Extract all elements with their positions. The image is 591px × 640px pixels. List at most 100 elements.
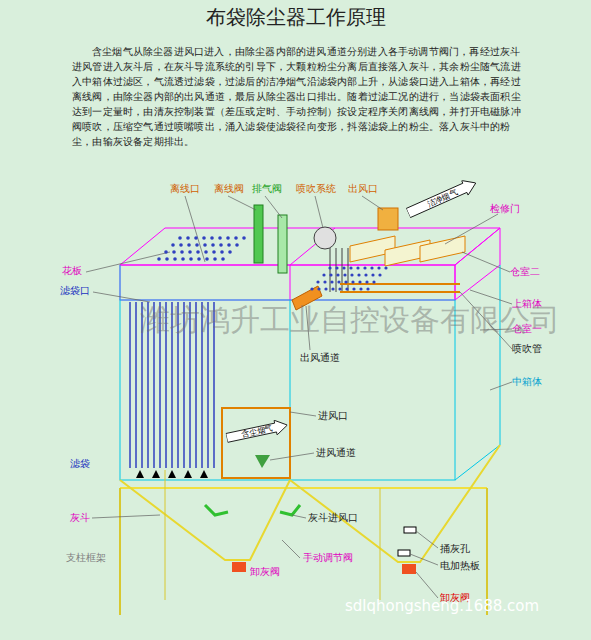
- blowpipe: [330, 248, 331, 292]
- leader-line: [265, 196, 282, 218]
- tube-hole: [181, 257, 185, 261]
- tube-hole: [228, 250, 232, 254]
- blowpipe: [336, 248, 337, 292]
- tube-hole: [372, 280, 375, 283]
- paragraph: 含尘烟气从除尘器进风口进入，由除尘器内部的进风通道分别进入各手动调节阀门，再经过…: [72, 44, 524, 149]
- flow-arrow: [184, 470, 192, 478]
- leader-line: [315, 196, 323, 228]
- tube-hole: [219, 243, 223, 247]
- leader-line: [282, 540, 300, 558]
- tube-hole: [344, 280, 347, 283]
- tube-hole: [370, 266, 373, 269]
- tube-hole: [378, 273, 381, 276]
- tube-hole: [242, 236, 246, 240]
- partition: [290, 228, 335, 265]
- leader-line: [362, 196, 383, 210]
- tube-hole: [204, 250, 208, 254]
- tube-hole: [189, 257, 193, 261]
- part-label: 中箱体: [512, 376, 542, 388]
- heater-plate: [398, 550, 410, 556]
- tube-hole: [342, 266, 345, 269]
- offline-valve: [254, 205, 263, 263]
- leader-line: [416, 572, 438, 598]
- partition: [290, 265, 291, 300]
- tube-hole: [336, 273, 339, 276]
- flow-arrow: [168, 470, 176, 478]
- part-label: 出风通道: [300, 352, 340, 364]
- tube-hole: [194, 236, 198, 240]
- tube-hole: [349, 266, 352, 269]
- tube-hole: [359, 287, 362, 290]
- tube-hole: [205, 257, 209, 261]
- part-label: 花板: [62, 265, 82, 277]
- leader-line: [470, 290, 512, 304]
- tube-hole: [226, 236, 230, 240]
- repeated-parts: [130, 236, 388, 478]
- tube-hole: [316, 280, 319, 283]
- tube-hole: [235, 243, 239, 247]
- tube-hole: [203, 243, 207, 247]
- part-label: 进风口: [318, 410, 348, 422]
- part-label: 电加热板: [440, 560, 480, 572]
- part-label: 灰斗进风口: [308, 512, 358, 524]
- middle-box-side: [455, 265, 500, 480]
- tube-hole: [220, 250, 224, 254]
- tube-hole: [165, 257, 169, 261]
- part-label: 滤袋口: [60, 285, 90, 297]
- hopper-inlet-pipe: [205, 505, 228, 515]
- tube-hole: [221, 257, 225, 261]
- tube-hole: [331, 287, 334, 290]
- tube-hole: [337, 280, 340, 283]
- blowpipe: [342, 248, 343, 292]
- tube-hole: [227, 243, 231, 247]
- tube-hole: [171, 243, 175, 247]
- leader-line: [490, 382, 512, 390]
- tube-hole: [350, 273, 353, 276]
- tube-hole: [186, 236, 190, 240]
- part-label: 喷吹系统: [296, 183, 336, 195]
- title: 布袋除尘器工作原理: [0, 4, 591, 31]
- upper-box-top: [120, 228, 500, 265]
- tube-hole: [197, 257, 201, 261]
- poke-hole: [404, 527, 416, 533]
- flow-arrow-box: 洁净烟气: [405, 176, 479, 221]
- tube-hole: [172, 250, 176, 254]
- part-label: 排气阀: [252, 183, 282, 195]
- tube-hole: [157, 257, 161, 261]
- arrow-outline: [405, 176, 479, 221]
- tube-hole: [324, 287, 327, 290]
- leader-line: [290, 412, 316, 416]
- leader-line: [92, 515, 160, 518]
- leader-line: [93, 292, 150, 302]
- tube-hole: [363, 266, 366, 269]
- part-label: 喷吹管: [512, 343, 542, 355]
- tube-hole: [357, 273, 360, 276]
- support-leg: [165, 470, 166, 600]
- leader-line: [292, 515, 306, 518]
- tube-hole: [317, 287, 320, 290]
- tube-hole: [234, 236, 238, 240]
- tube-hole: [384, 266, 387, 269]
- exhaust-valve: [278, 215, 287, 273]
- inlet-duct: [222, 408, 290, 478]
- tube-hole: [196, 250, 200, 254]
- outlet-duct: [378, 208, 398, 230]
- part-label: 支柱框架: [66, 552, 106, 564]
- part-label: 检修门: [490, 203, 520, 215]
- tube-hole: [328, 266, 331, 269]
- tube-hole: [377, 266, 380, 269]
- tube-hole: [323, 280, 326, 283]
- tube-hole: [195, 243, 199, 247]
- tube-hole: [164, 250, 168, 254]
- discharge-valve: [402, 564, 416, 574]
- leader-line: [270, 453, 314, 460]
- tube-hole: [210, 236, 214, 240]
- hopper: [120, 480, 290, 560]
- tube-hole: [173, 257, 177, 261]
- leader-line: [462, 252, 510, 272]
- arrow-outline: [225, 418, 289, 446]
- support-leg: [486, 488, 488, 615]
- tube-hole: [218, 236, 222, 240]
- tube-hole: [365, 280, 368, 283]
- tube-hole: [356, 266, 359, 269]
